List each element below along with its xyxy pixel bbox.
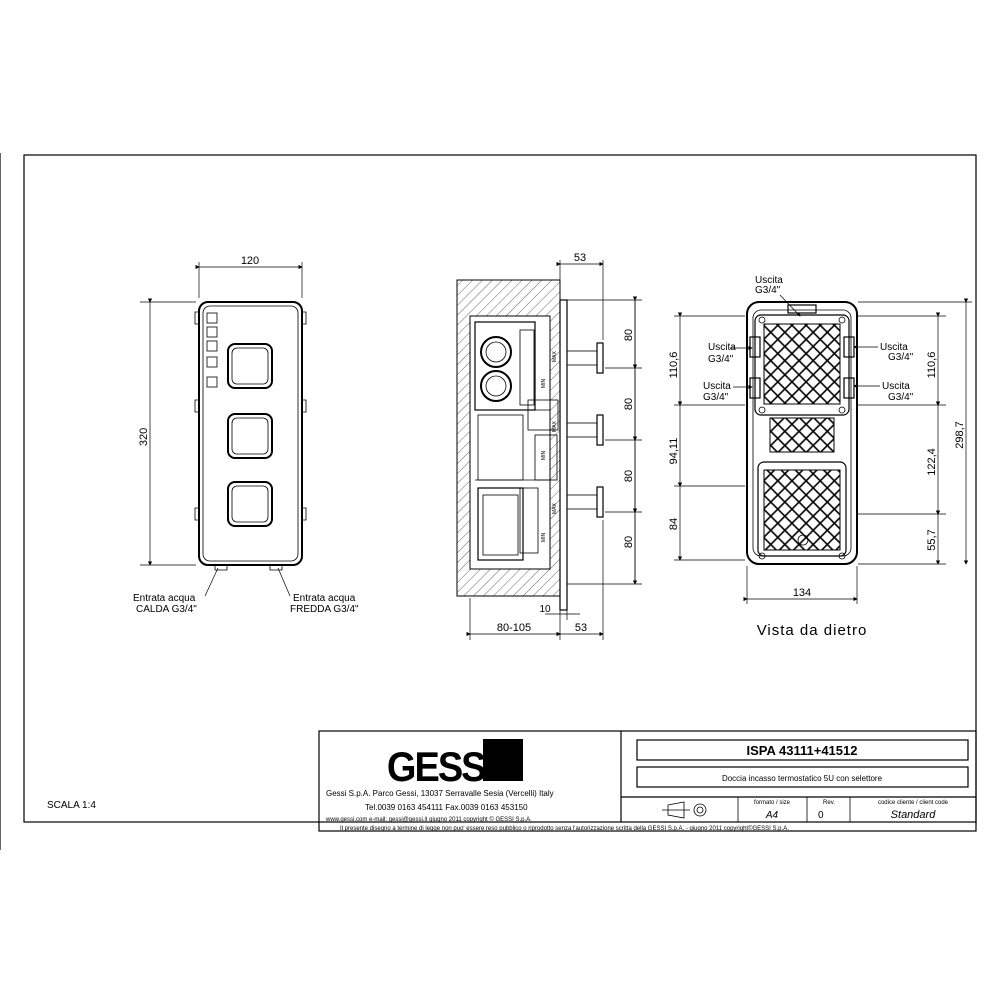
inlet-hot-size: CALDA G3/4": [136, 604, 197, 615]
outlet-right-label: Uscita: [880, 342, 908, 353]
outlet-right-label: Uscita: [882, 381, 910, 392]
back-dim-left-3: 84: [668, 518, 680, 530]
client-code-value: Standard: [891, 809, 937, 821]
side-depth-top: 53: [574, 252, 586, 264]
front-plate: [198, 301, 303, 566]
side-dim-80: 80: [623, 470, 635, 482]
back-dim-left-1: 110,6: [668, 352, 680, 379]
grid-panel: [763, 469, 841, 551]
valve-min-label: MIN: [541, 378, 547, 388]
control-knob: [227, 343, 273, 389]
inlet-hot-label: Entrata acqua: [133, 593, 196, 604]
back-view: Uscita G3/4" Uscita G3/4" Uscita G3/4" U…: [668, 275, 972, 639]
indicator-square: [206, 312, 218, 324]
knob-stem: [566, 342, 604, 374]
outlet-port: [480, 336, 512, 368]
outlet-top-label: Uscita: [755, 275, 783, 286]
front-height-dim: 320: [138, 428, 150, 446]
outlet-left-label: Uscita: [703, 381, 731, 392]
side-dim-80: 80: [623, 398, 635, 410]
valve-min-label: MIN: [541, 450, 547, 460]
side-depth-bottom-right: 53: [575, 622, 587, 634]
side-dim-80: 80: [623, 329, 635, 341]
format-label: formato / size: [754, 800, 791, 806]
rev-value: 0: [818, 810, 824, 821]
company-web: www.gessi.com e-mail: gessi@gessi.it giu…: [325, 816, 532, 823]
outlet-fitting: [787, 304, 817, 314]
side-view: MIN MAX MIN MAX MIN MAX 53: [456, 252, 642, 640]
knob-stem: [566, 486, 604, 518]
legal-notice: Il presente disegno a termine di legge n…: [340, 825, 789, 832]
client-code-label: codice cliente / client code: [878, 800, 949, 806]
outlet-right-size: G3/4": [888, 352, 914, 363]
projection-symbol-icon: [662, 801, 707, 819]
back-dim-total: 298,7: [954, 421, 966, 449]
valve-max-label: MAX: [552, 503, 558, 515]
front-view: 120 320 Entrata acqua CALDA G3/4" Entrat…: [133, 255, 359, 615]
back-dim-right-3: 55,7: [926, 529, 938, 550]
outlet-port: [480, 370, 512, 402]
rev-label: Rev.: [823, 800, 835, 806]
grid-panel: [769, 417, 835, 453]
outlet-left-size: G3/4": [708, 354, 734, 365]
back-dim-width: 134: [793, 587, 811, 599]
format-value: A4: [765, 810, 779, 821]
valve-max-label: MAX: [552, 351, 558, 363]
inlet-cold-size: FREDDA G3/4": [290, 604, 359, 615]
inlet-cold-label: Entrata acqua: [293, 593, 356, 604]
back-dim-left-2: 94,11: [668, 438, 680, 465]
side-depth-bottom-left: 80-105: [497, 622, 531, 634]
gessi-logo: GESSI: [387, 739, 523, 790]
svg-text:GESSI: GESSI: [387, 744, 493, 790]
indicator-square: [206, 340, 218, 352]
side-dim-10: 10: [539, 604, 551, 615]
indicator-square: [206, 376, 218, 388]
indicator-square: [206, 356, 218, 368]
indicator-square: [206, 326, 218, 338]
company-address: Gessi S.p.A. Parco Gessi, 13037 Serraval…: [326, 789, 554, 798]
outlet-left-label: Uscita: [708, 342, 736, 353]
back-dim-right-2: 122,4: [926, 448, 938, 476]
back-view-title: Vista da dietro: [757, 622, 868, 639]
title-block: ISPA 43111+41512 Doccia incasso termosta…: [318, 730, 977, 832]
outlet-top-size: G3/4": [755, 285, 781, 296]
company-phone: Tel.0039 0163 454111 Fax.0039 0163 45315…: [365, 803, 528, 812]
control-knob: [227, 481, 273, 527]
scale-label: SCALA 1:4: [47, 800, 96, 811]
product-description: Doccia incasso termostatico 5U con selet…: [722, 774, 883, 783]
product-code: ISPA 43111+41512: [747, 743, 858, 758]
grid-panel: [763, 323, 841, 405]
back-dim-right-1: 110,6: [926, 352, 938, 379]
control-knob: [227, 413, 273, 459]
side-dim-80: 80: [623, 536, 635, 548]
valve-max-label: MAX: [552, 421, 558, 433]
front-width-dim: 120: [241, 255, 259, 267]
back-body: [746, 301, 858, 565]
outlet-left-size: G3/4": [703, 392, 729, 403]
knob-stem: [566, 414, 604, 446]
valve-min-label: MIN: [541, 532, 547, 542]
outlet-right-size: G3/4": [888, 392, 914, 403]
